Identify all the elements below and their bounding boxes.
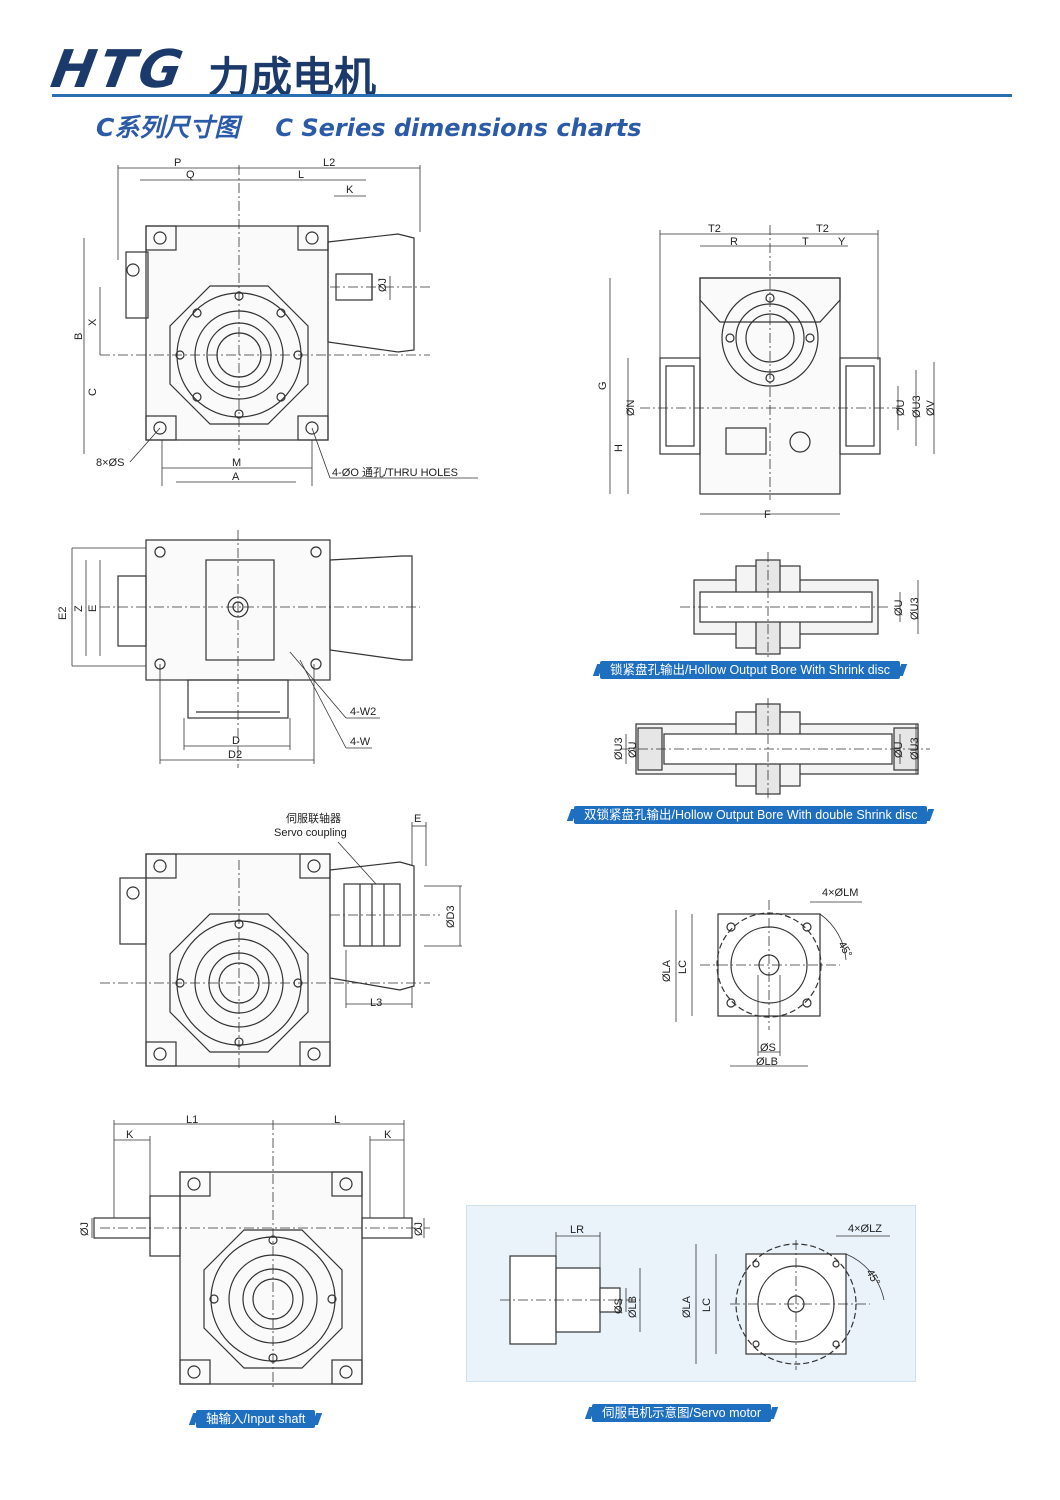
motor-lc-label: LC	[701, 1298, 713, 1312]
dim-c-label: C	[87, 388, 99, 396]
caption-input-shaft: 轴输入/Input shaft	[196, 1410, 316, 1428]
dim-l1-label: L1	[186, 1114, 198, 1126]
dim-e2-label: E2	[57, 607, 69, 620]
double-u-left-label: ØU	[627, 741, 639, 758]
dim-z-label: Z	[73, 605, 85, 612]
motor-angle-45-label: 45°	[863, 1268, 882, 1288]
dim-l-label: L	[298, 169, 304, 181]
dim-k-right-label: K	[384, 1129, 392, 1141]
dim-v-label: ØV	[925, 399, 937, 416]
dim-a-label: A	[232, 471, 240, 483]
dim-u3-label: ØU3	[911, 395, 923, 418]
front-view-drawing	[83, 165, 478, 486]
servo-coupling-cn-label: 伺服联轴器	[286, 811, 341, 825]
caption-shrink-disc: 锁紧盘孔输出/Hollow Output Bore With Shrink di…	[600, 661, 900, 679]
dim-d3-label: ØD3	[445, 905, 457, 928]
subtitle-en: C Series dimensions charts	[275, 114, 642, 142]
dim-y-label: Y	[838, 236, 846, 248]
dim-t2-right-label: T2	[816, 223, 829, 235]
dim-lz-label: 4×ØLZ	[848, 1223, 882, 1235]
shrink-u3-label: ØU3	[909, 597, 921, 620]
dim-w-label: 4-W	[350, 736, 371, 748]
servo-motor-drawing	[500, 1232, 890, 1370]
caption-servo-motor: 伺服电机示意图/Servo motor	[592, 1404, 772, 1422]
header-rule	[52, 94, 1012, 97]
dim-lc-label: LC	[677, 960, 689, 974]
dim-j-left-label: ØJ	[79, 1222, 91, 1236]
motor-s-label: ØS	[613, 1298, 625, 1314]
thru-holes-label: 4-ØO 通孔/THRU HOLES	[332, 466, 458, 479]
hollow-bore-double-shrink-disc-drawing	[620, 698, 930, 800]
flange-view-drawing	[675, 900, 862, 1067]
dim-8s-label: 8×ØS	[96, 457, 124, 469]
dim-w2-label: 4-W2	[350, 706, 376, 718]
servo-coupling-drawing	[100, 822, 462, 1070]
dim-e-coupling-label: E	[414, 813, 421, 825]
dim-f-label: F	[764, 509, 771, 521]
dim-l3-label: L3	[370, 997, 382, 1009]
top-view-drawing	[71, 530, 420, 768]
side-view-drawing	[609, 225, 935, 515]
motor-lb-label: ØLB	[627, 1296, 639, 1318]
page-subtitle: C系列尺寸图 C Series dimensions charts	[96, 108, 641, 144]
dim-d-label: D	[232, 735, 240, 747]
dim-l-shaft-label: L	[334, 1114, 340, 1126]
dim-k-label: K	[346, 184, 354, 196]
double-u3-right-label: ØU3	[909, 737, 921, 760]
servo-coupling-en-label: Servo coupling	[274, 827, 347, 839]
motor-la-label: ØLA	[681, 1295, 693, 1318]
brand-name-cn: 力成电机	[208, 53, 377, 102]
subtitle-cn: C系列尺寸图	[96, 113, 240, 142]
dim-lm-label: 4×ØLM	[822, 887, 858, 899]
dim-s-label: ØS	[760, 1042, 776, 1054]
dim-j-right-label: ØJ	[413, 1222, 425, 1236]
dim-h-label: H	[613, 444, 625, 452]
dim-r-label: R	[730, 236, 738, 248]
dim-t-label: T	[802, 236, 809, 248]
dim-lb-label: ØLB	[756, 1056, 778, 1068]
dim-x-label: X	[87, 318, 99, 326]
dim-e-label: E	[87, 605, 99, 612]
dim-q-label: Q	[186, 169, 195, 181]
double-u-right-label: ØU	[893, 741, 905, 758]
dim-p-label: P	[174, 157, 181, 169]
double-u3-left-label: ØU3	[613, 737, 625, 760]
dim-m-label: M	[232, 457, 241, 469]
input-shaft-drawing	[91, 1120, 430, 1390]
shrink-u-label: ØU	[893, 599, 905, 616]
dim-l2-label: L2	[323, 157, 335, 169]
caption-double-shrink-disc: 双锁紧盘孔输出/Hollow Output Bore With double S…	[574, 806, 928, 824]
angle-45-label: 45°	[835, 940, 854, 960]
dim-n-label: ØN	[625, 399, 637, 416]
dim-lr-label: LR	[570, 1224, 584, 1236]
hollow-bore-shrink-disc-drawing	[680, 552, 919, 660]
dim-b-label: B	[73, 333, 85, 340]
dim-j-label: ØJ	[377, 278, 389, 292]
dim-t2-left-label: T2	[708, 223, 721, 235]
dim-d2-label: D2	[228, 749, 242, 761]
dim-k-left-label: K	[126, 1129, 134, 1141]
dim-u-label: ØU	[895, 399, 907, 416]
dim-la-label: ØLA	[661, 959, 673, 982]
dim-g-label: G	[597, 381, 609, 390]
